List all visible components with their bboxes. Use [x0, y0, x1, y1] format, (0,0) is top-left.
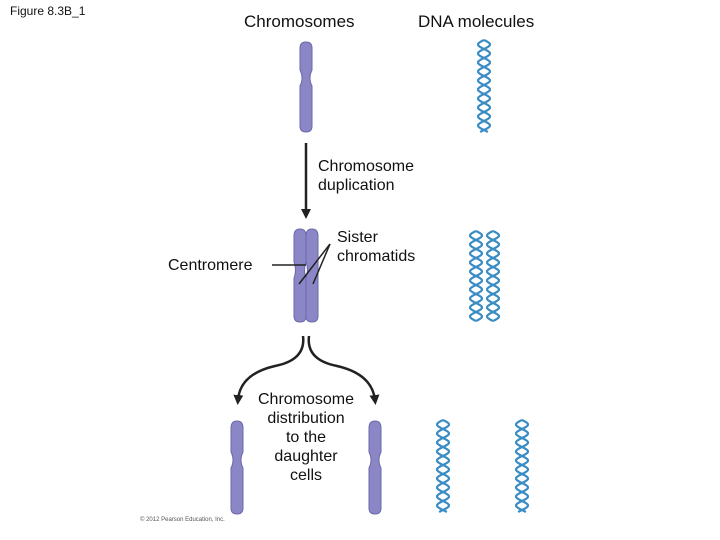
label-distribution: Chromosome distribution to the daughter … — [246, 390, 366, 485]
chromosome-daughter-right — [368, 420, 382, 515]
dna-strand-1 — [476, 39, 492, 133]
distribution-arrow-right — [307, 335, 380, 405]
label-duplication-line2: duplication — [318, 177, 395, 194]
chromosome-daughter-left — [230, 420, 244, 515]
dna-helix-top — [476, 39, 492, 133]
label-sister-line1: Sister — [337, 229, 378, 246]
dna-helix-daughter-right — [514, 419, 530, 513]
dna-strand-2 — [468, 230, 484, 322]
dna-strand-2 — [435, 419, 451, 513]
sister-chromatid-left — [293, 228, 307, 323]
label-duplication: Chromosome duplication — [318, 157, 414, 195]
header-dna-molecules: DNA molecules — [418, 12, 535, 31]
sister-pointer-left — [298, 243, 331, 285]
sister-chromatid-right — [305, 228, 319, 323]
label-sister-line2: chromatids — [337, 248, 416, 265]
dna-strand-2 — [476, 39, 492, 133]
copyright-notice: © 2012 Pearson Education, Inc. — [140, 517, 225, 523]
label-distribution-line2: distribution — [267, 410, 345, 427]
distribution-arrow-left — [233, 335, 305, 405]
label-sister-chromatids: Sister chromatids — [337, 228, 415, 266]
figure-label: Figure 8.3B_1 — [10, 4, 86, 18]
label-centromere: Centromere — [168, 257, 253, 274]
dna-helix-sister-right — [485, 230, 501, 322]
dna-strand-1 — [514, 419, 530, 513]
dna-strand-2 — [485, 230, 501, 322]
dna-strand-1 — [435, 419, 451, 513]
chromosome-single-top — [299, 41, 313, 133]
label-distribution-line5: cells — [289, 467, 322, 484]
label-distribution-line1: Chromosome — [257, 391, 355, 408]
dna-strand-2 — [514, 419, 530, 513]
label-distribution-line3: to the — [285, 429, 327, 446]
sister-pointer-right — [312, 243, 331, 285]
header-chromosomes: Chromosomes — [244, 12, 355, 31]
label-duplication-line1: Chromosome — [318, 158, 415, 175]
dna-helix-sister-left — [468, 230, 484, 322]
dna-helix-daughter-left — [435, 419, 451, 513]
label-distribution-line4: daughter — [274, 448, 338, 465]
